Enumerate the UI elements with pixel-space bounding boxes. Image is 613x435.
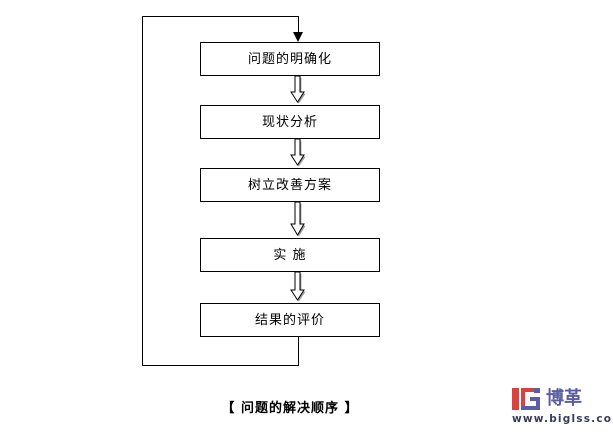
- process-node-analyze[interactable]: 现状分析: [200, 105, 380, 139]
- block-arrow-down-icon: [282, 75, 314, 105]
- watermark-url-text: www.biglss.com: [512, 413, 613, 425]
- process-node-evaluate[interactable]: 结果的评价: [200, 303, 380, 337]
- block-arrow-down-icon: [282, 271, 314, 303]
- feedback-loop-segment-enter: [298, 16, 299, 34]
- block-arrow-down-icon: [282, 201, 314, 238]
- feedback-loop-segment-bottom: [142, 365, 299, 366]
- process-node-label: 实 施: [273, 247, 307, 263]
- process-node-label: 树立改善方案: [247, 177, 332, 193]
- process-node-label: 问题的明确化: [247, 51, 332, 67]
- process-node-label: 结果的评价: [254, 312, 325, 328]
- diagram-caption: 【 问题的解决顺序 】: [221, 401, 359, 416]
- process-node-label: 现状分析: [261, 114, 318, 130]
- watermark-logo: 博革 www.biglss.com: [512, 386, 613, 430]
- feedback-arrowhead-icon: [293, 32, 303, 42]
- feedback-loop-segment-down: [298, 337, 299, 366]
- process-node-implement[interactable]: 实 施: [200, 238, 380, 272]
- feedback-loop-segment-left: [142, 16, 143, 366]
- process-node-plan[interactable]: 树立改善方案: [200, 168, 380, 202]
- feedback-loop-segment-top: [142, 16, 299, 17]
- process-node-clarify[interactable]: 问题的明确化: [200, 42, 380, 76]
- biglss-logo-icon: [512, 387, 540, 410]
- watermark-logo-row: 博革: [512, 386, 610, 411]
- block-arrow-down-icon: [282, 138, 314, 168]
- watermark-brand-text: 博革: [546, 387, 582, 409]
